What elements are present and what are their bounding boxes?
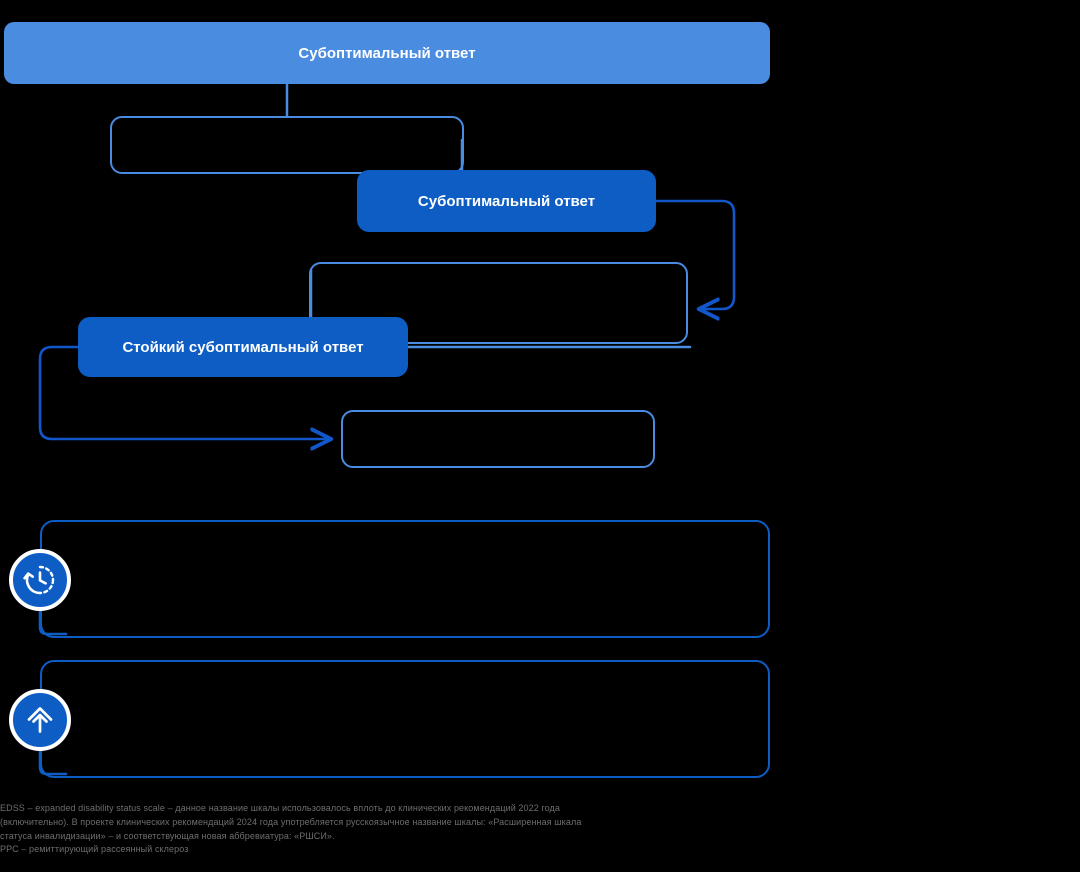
box-mid-detail[interactable] xyxy=(309,262,688,344)
double-chevron-up-icon xyxy=(27,707,53,733)
pill-suboptimal-label: Субоптимальный ответ xyxy=(417,192,596,210)
clock-rotate-icon xyxy=(23,565,55,595)
footnote-line-1: EDSS – expanded disability status scale … xyxy=(0,803,561,813)
footnote-block: EDSS – expanded disability status scale … xyxy=(0,802,745,857)
panel-two[interactable] xyxy=(40,660,770,778)
footnote-line-2: (включительно). В проекте клинических ре… xyxy=(0,816,582,827)
footnote-line-3: статуса инвалидизации» – и соответствующ… xyxy=(0,830,335,841)
badge-escalate[interactable] xyxy=(9,689,71,751)
box-lower-detail[interactable] xyxy=(341,410,655,468)
panel-one[interactable] xyxy=(40,520,770,638)
pill-suboptimal-response[interactable]: Субоптимальный ответ xyxy=(357,170,656,232)
footnote-line-4: РРС – ремиттирующий рассеянный склероз xyxy=(0,844,189,855)
pill-persistent-suboptimal-response[interactable]: Стойкий субоптимальный ответ xyxy=(78,317,408,377)
pill-persistent-label: Стойкий субоптимальный ответ xyxy=(122,338,364,356)
banner-suboptimal-response[interactable]: Субоптимальный ответ xyxy=(4,22,770,84)
banner-label: Субоптимальный ответ xyxy=(298,44,476,62)
badge-clock-rotate[interactable] xyxy=(9,549,71,611)
box-top-detail[interactable] xyxy=(110,116,464,174)
